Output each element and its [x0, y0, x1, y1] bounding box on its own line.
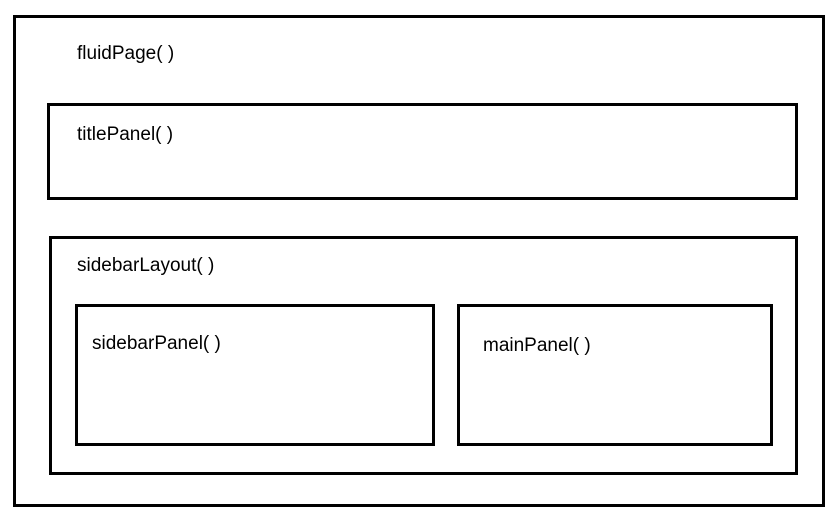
- sidebarpanel-label: sidebarPanel( ): [92, 333, 221, 354]
- mainpanel-box: mainPanel( ): [457, 304, 773, 446]
- titlepanel-label: titlePanel( ): [77, 124, 174, 145]
- sidebarlayout-label: sidebarLayout( ): [77, 255, 215, 276]
- mainpanel-label: mainPanel( ): [483, 335, 591, 356]
- titlepanel-box: titlePanel( ): [47, 103, 798, 200]
- sidebarlayout-box: sidebarLayout( ) sidebarPanel( ) mainPan…: [49, 236, 798, 475]
- fluidpage-label: fluidPage( ): [77, 43, 175, 64]
- fluidpage-box: fluidPage( ) titlePanel( ) sidebarLayout…: [13, 15, 825, 507]
- sidebarpanel-box: sidebarPanel( ): [75, 304, 435, 446]
